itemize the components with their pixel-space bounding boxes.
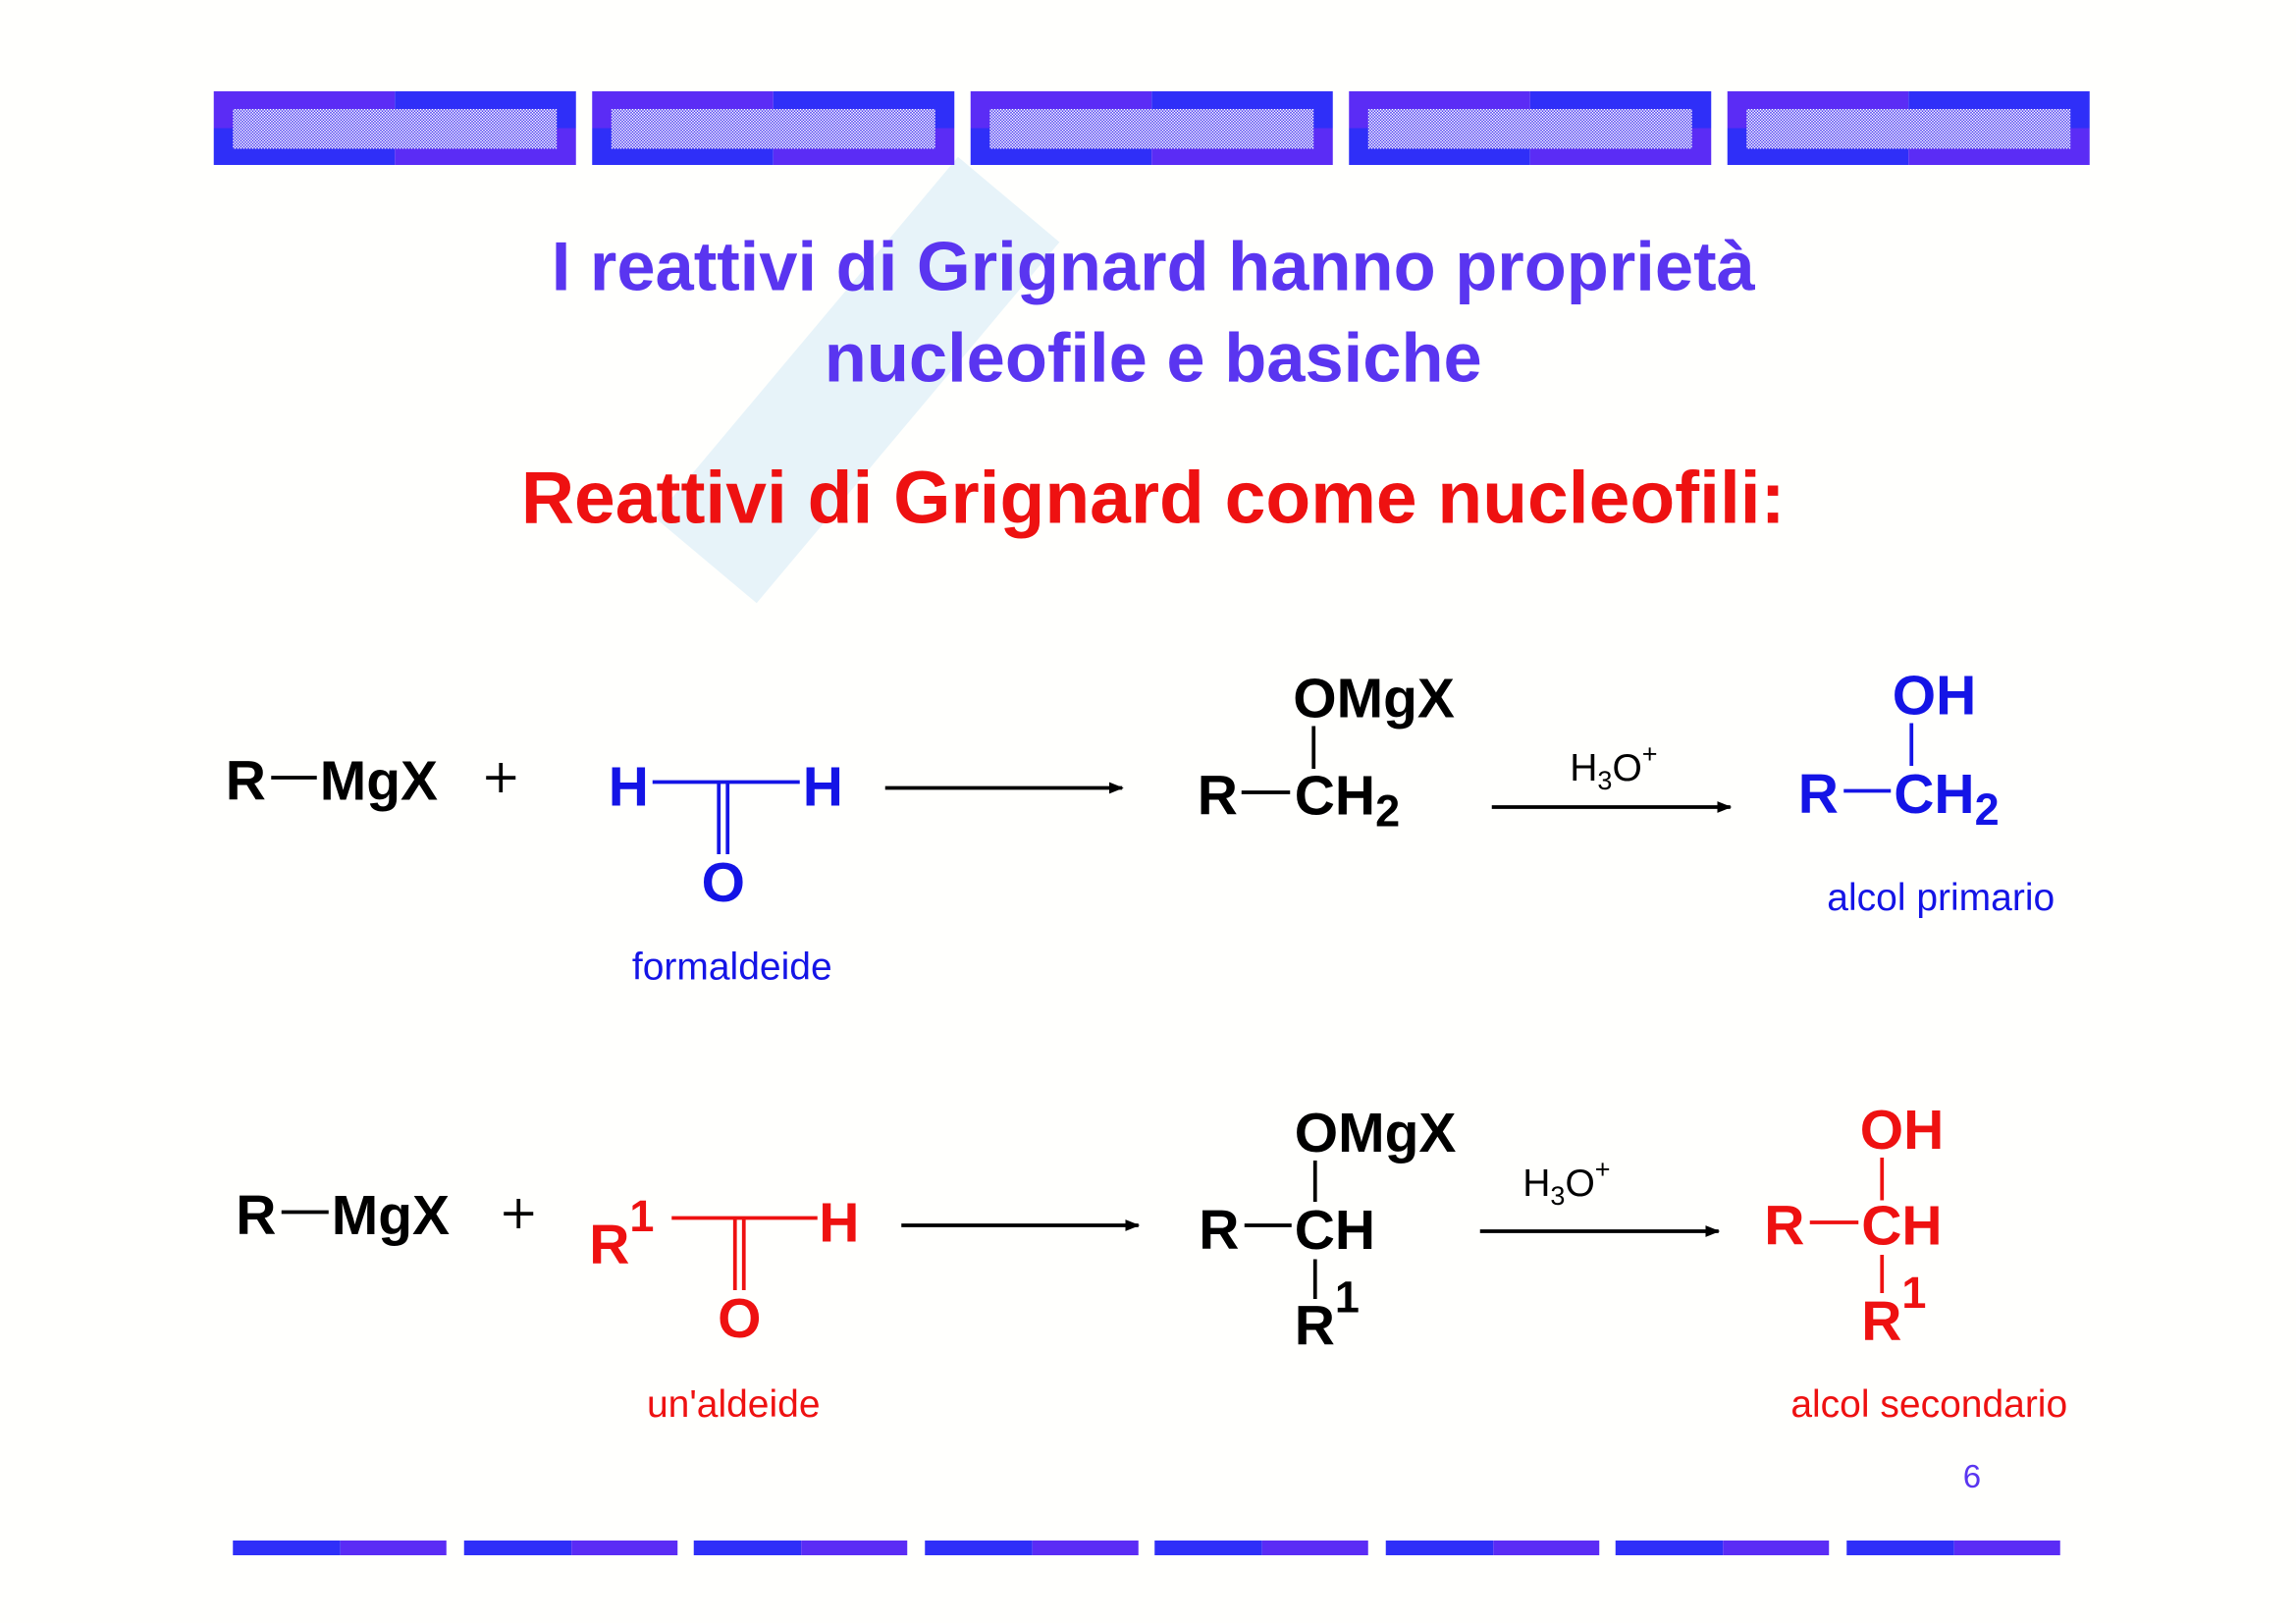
primary-alcohol-label: alcol primario bbox=[1827, 877, 2055, 919]
bar-part bbox=[1493, 1541, 1600, 1555]
banner-pattern bbox=[1367, 109, 1692, 149]
bar-segment bbox=[1615, 1541, 1724, 1555]
mgx-group: MgX bbox=[320, 750, 438, 813]
banner-pattern bbox=[989, 109, 1314, 149]
aldehyde: R1 H O bbox=[589, 1191, 859, 1350]
ch-group: CH bbox=[1861, 1195, 1942, 1258]
reaction-1: R MgX + H H O formaldeide OMgX R CH2 H3O… bbox=[226, 665, 2055, 989]
atom-h: H bbox=[609, 756, 649, 819]
bar-segment bbox=[1385, 1541, 1494, 1555]
bar-segment bbox=[1154, 1541, 1262, 1555]
bar-part bbox=[1723, 1541, 1830, 1555]
bar-segment bbox=[925, 1541, 1033, 1555]
alkoxide-intermediate: OMgX R CH R1 bbox=[1199, 1102, 1456, 1358]
atom-o: O bbox=[702, 851, 745, 914]
mgx-group: MgX bbox=[332, 1184, 450, 1247]
bar-part bbox=[801, 1541, 908, 1555]
ch-group: CH bbox=[1295, 1199, 1375, 1262]
atom-h: H bbox=[803, 756, 843, 819]
watermark-logo bbox=[655, 156, 1060, 604]
secondary-alcohol: OH R CH R1 bbox=[1764, 1099, 1944, 1353]
secondary-alcohol-label: alcol secondario bbox=[1790, 1383, 2067, 1426]
slide-title-line1: I reattivi di Grignard hanno proprietà bbox=[552, 228, 1756, 305]
oh-group: OH bbox=[1893, 665, 1977, 728]
banner-pattern bbox=[611, 109, 935, 149]
plus-sign: + bbox=[481, 749, 520, 804]
formaldehyde-label: formaldeide bbox=[632, 947, 832, 989]
bar-part bbox=[340, 1541, 447, 1555]
bar-part bbox=[1032, 1541, 1139, 1555]
omgx-group: OMgX bbox=[1295, 1102, 1457, 1164]
banner-pattern bbox=[233, 109, 558, 149]
atom-o: O bbox=[718, 1287, 761, 1350]
atom-r: R bbox=[236, 1184, 276, 1247]
atom-r: R bbox=[1764, 1195, 1804, 1258]
omgx-group: OMgX bbox=[1293, 668, 1455, 730]
bottom-bar bbox=[233, 1541, 2060, 1555]
atom-r: R bbox=[226, 750, 266, 813]
bar-part bbox=[1953, 1541, 2060, 1555]
bar-segment bbox=[463, 1541, 572, 1555]
atom-r1: R1 bbox=[1295, 1272, 1360, 1358]
aldehyde-label: un'aldeide bbox=[647, 1383, 821, 1426]
oh-group: OH bbox=[1860, 1099, 1945, 1162]
bar-part bbox=[571, 1541, 678, 1555]
atom-r1: R1 bbox=[1861, 1268, 1926, 1353]
plus-sign: + bbox=[499, 1185, 538, 1240]
atom-r: R bbox=[1198, 765, 1238, 828]
formaldehyde: H H O bbox=[609, 756, 843, 915]
grignard-reagent: R MgX bbox=[226, 750, 438, 813]
alkoxide-intermediate: OMgX R CH2 bbox=[1198, 668, 1455, 837]
hydronium-reagent: H3O+ bbox=[1570, 739, 1657, 795]
atom-r: R bbox=[1199, 1199, 1239, 1262]
primary-alcohol: OH R CH2 bbox=[1798, 665, 2000, 836]
bar-segment bbox=[1846, 1541, 1954, 1555]
atom-r: R bbox=[1798, 763, 1839, 826]
reaction-2: R MgX + R1 H O un'aldeide OMgX R CH R1 H… bbox=[236, 1099, 2067, 1426]
page-number: 6 bbox=[1963, 1458, 1981, 1494]
grignard-reagent: R MgX bbox=[236, 1184, 450, 1247]
ch2-group: CH2 bbox=[1894, 763, 1999, 835]
slide-title-line2: nucleofile e basiche bbox=[825, 319, 1482, 397]
banner-pattern bbox=[1746, 109, 2071, 149]
hydronium-reagent: H3O+ bbox=[1522, 1155, 1610, 1211]
atom-r1: R1 bbox=[589, 1191, 654, 1276]
top-banner bbox=[213, 91, 2090, 165]
atom-h: H bbox=[819, 1192, 859, 1255]
ch2-group: CH2 bbox=[1295, 765, 1400, 837]
bar-segment bbox=[693, 1541, 802, 1555]
bar-segment bbox=[233, 1541, 341, 1555]
slide-subtitle: Reattivi di Grignard come nucleofili: bbox=[521, 457, 1786, 539]
bar-part bbox=[1261, 1541, 1368, 1555]
